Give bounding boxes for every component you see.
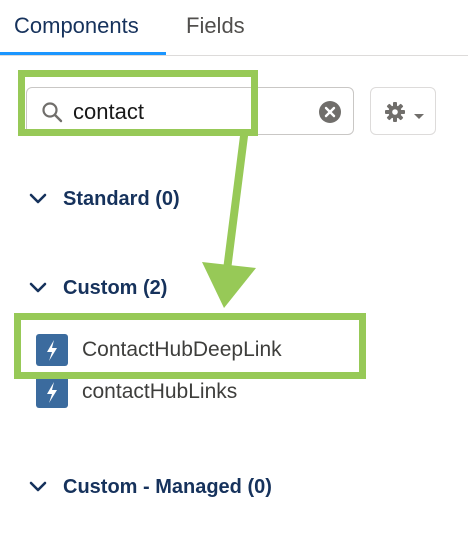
section-label: Custom (2) — [63, 277, 168, 299]
clear-icon[interactable] — [319, 101, 341, 123]
chevron-down-icon — [28, 189, 48, 209]
tab-fields[interactable]: Fields — [186, 13, 245, 38]
component-name: ContactHubDeepLink — [82, 338, 282, 361]
search-icon — [40, 100, 64, 124]
gear-icon — [383, 100, 407, 129]
panel-tabs: Components Fields — [0, 0, 468, 56]
settings-menu-button[interactable] — [370, 87, 436, 135]
section-label: Custom - Managed (0) — [63, 476, 272, 498]
component-search-input[interactable]: contact — [26, 87, 354, 135]
lightning-bolt-icon — [36, 376, 68, 408]
chevron-down-icon — [28, 477, 48, 497]
lightning-bolt-icon — [36, 334, 68, 366]
component-name: contactHubLinks — [82, 380, 238, 403]
section-label: Standard (0) — [63, 188, 180, 210]
search-value[interactable]: contact — [73, 99, 144, 124]
chevron-down-icon — [28, 278, 48, 298]
active-tab-indicator — [0, 52, 166, 55]
tab-components[interactable]: Components — [14, 13, 139, 38]
caret-down-icon — [413, 108, 425, 126]
